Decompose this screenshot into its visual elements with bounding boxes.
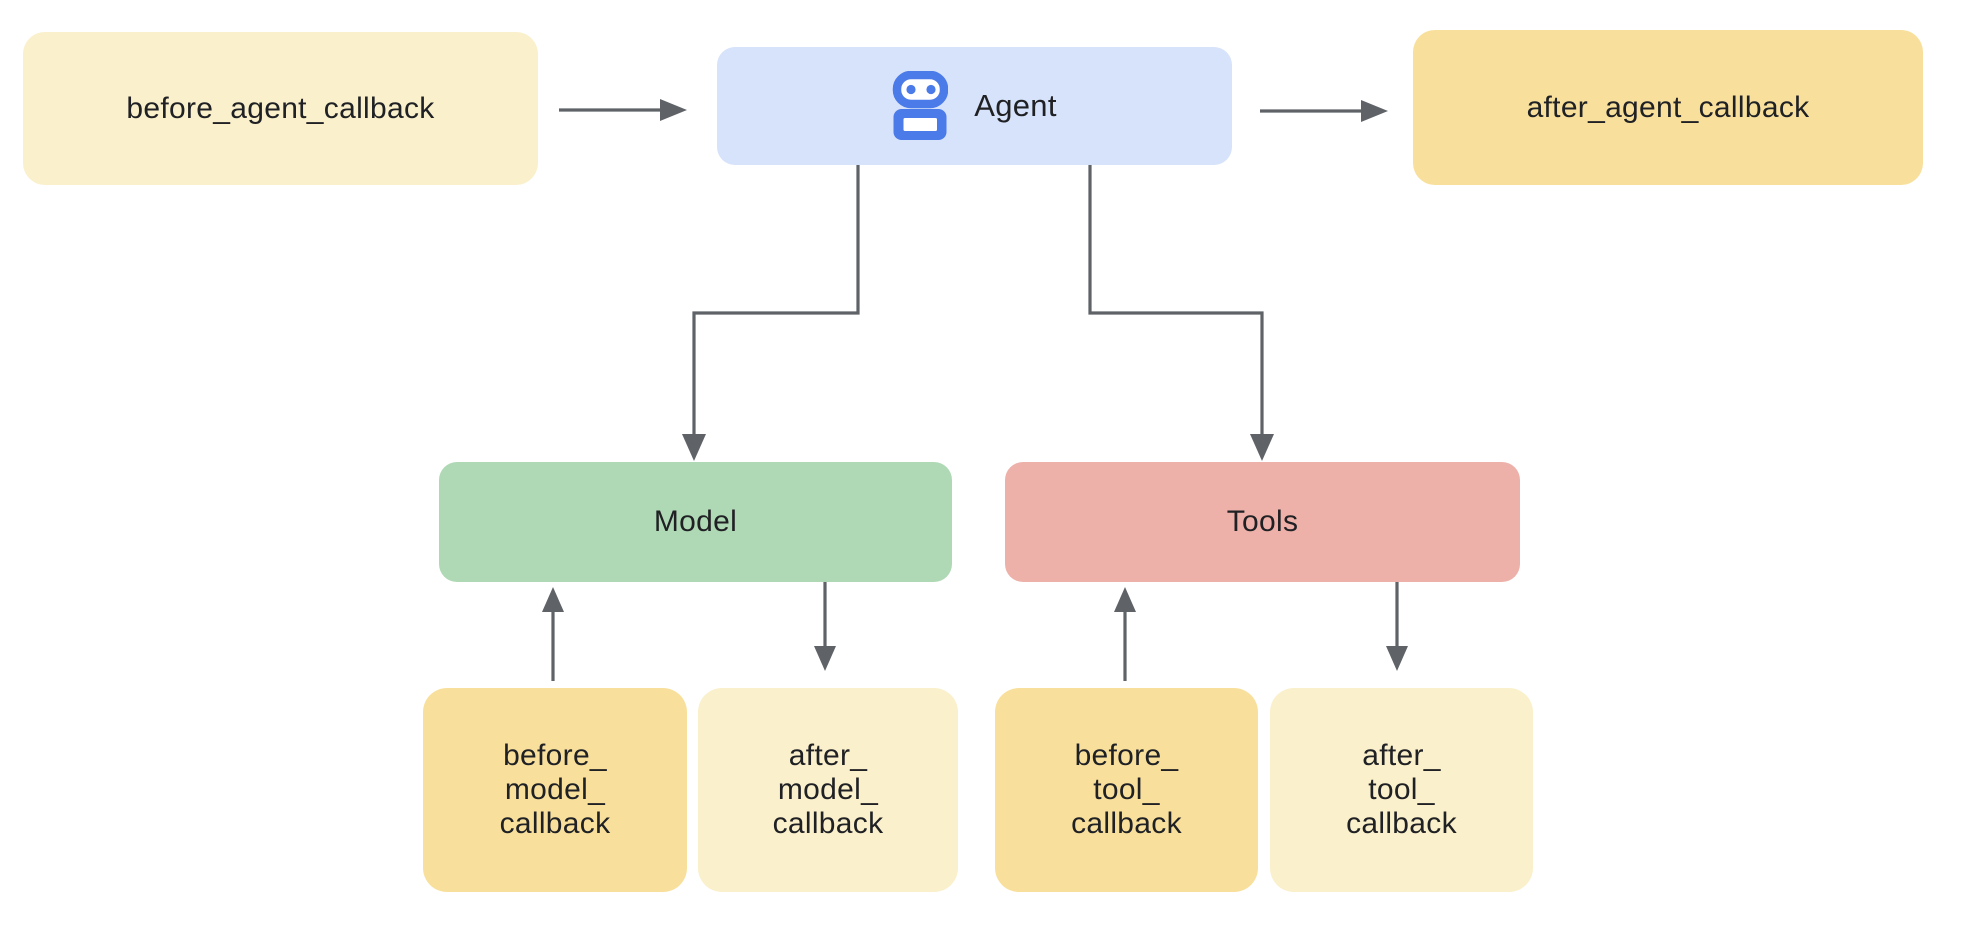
node-label: before_ model_ callback xyxy=(499,739,611,840)
node-model: Model xyxy=(439,462,952,582)
node-agent: Agent xyxy=(717,47,1232,165)
node-label: before_ tool_ callback xyxy=(1071,739,1182,840)
edge-agent-to-tools xyxy=(1088,165,1264,436)
node-before-agent-callback: before_agent_callback xyxy=(23,32,538,185)
arrowhead-down xyxy=(1250,434,1274,461)
arrowhead-down xyxy=(682,434,706,461)
node-label: Tools xyxy=(1226,505,1299,538)
node-after-agent-callback: after_agent_callback xyxy=(1413,30,1923,185)
node-label: after_ tool_ callback xyxy=(1346,739,1457,840)
node-after-model-callback: after_ model_ callback xyxy=(698,688,958,892)
node-after-tool-callback: after_ tool_ callback xyxy=(1270,688,1533,892)
robot-icon xyxy=(892,71,949,140)
node-label: Agent xyxy=(974,88,1057,123)
edges xyxy=(542,99,1408,681)
node-label: Model xyxy=(653,505,738,538)
arrowhead-up xyxy=(1114,587,1136,612)
arrowhead-up xyxy=(542,587,564,612)
node-tools: Tools xyxy=(1005,462,1520,582)
arrowhead-down xyxy=(814,646,836,671)
node-label: after_ model_ callback xyxy=(772,739,884,840)
arrowhead-down xyxy=(1386,646,1408,671)
node-label: after_agent_callback xyxy=(1526,90,1810,124)
edge-agent-to-model xyxy=(692,165,860,436)
node-before-model-callback: before_ model_ callback xyxy=(423,688,687,892)
node-before-tool-callback: before_ tool_ callback xyxy=(995,688,1258,892)
node-label: before_agent_callback xyxy=(126,91,435,125)
arrowhead-right xyxy=(660,99,687,121)
arrowhead-right xyxy=(1361,100,1388,122)
